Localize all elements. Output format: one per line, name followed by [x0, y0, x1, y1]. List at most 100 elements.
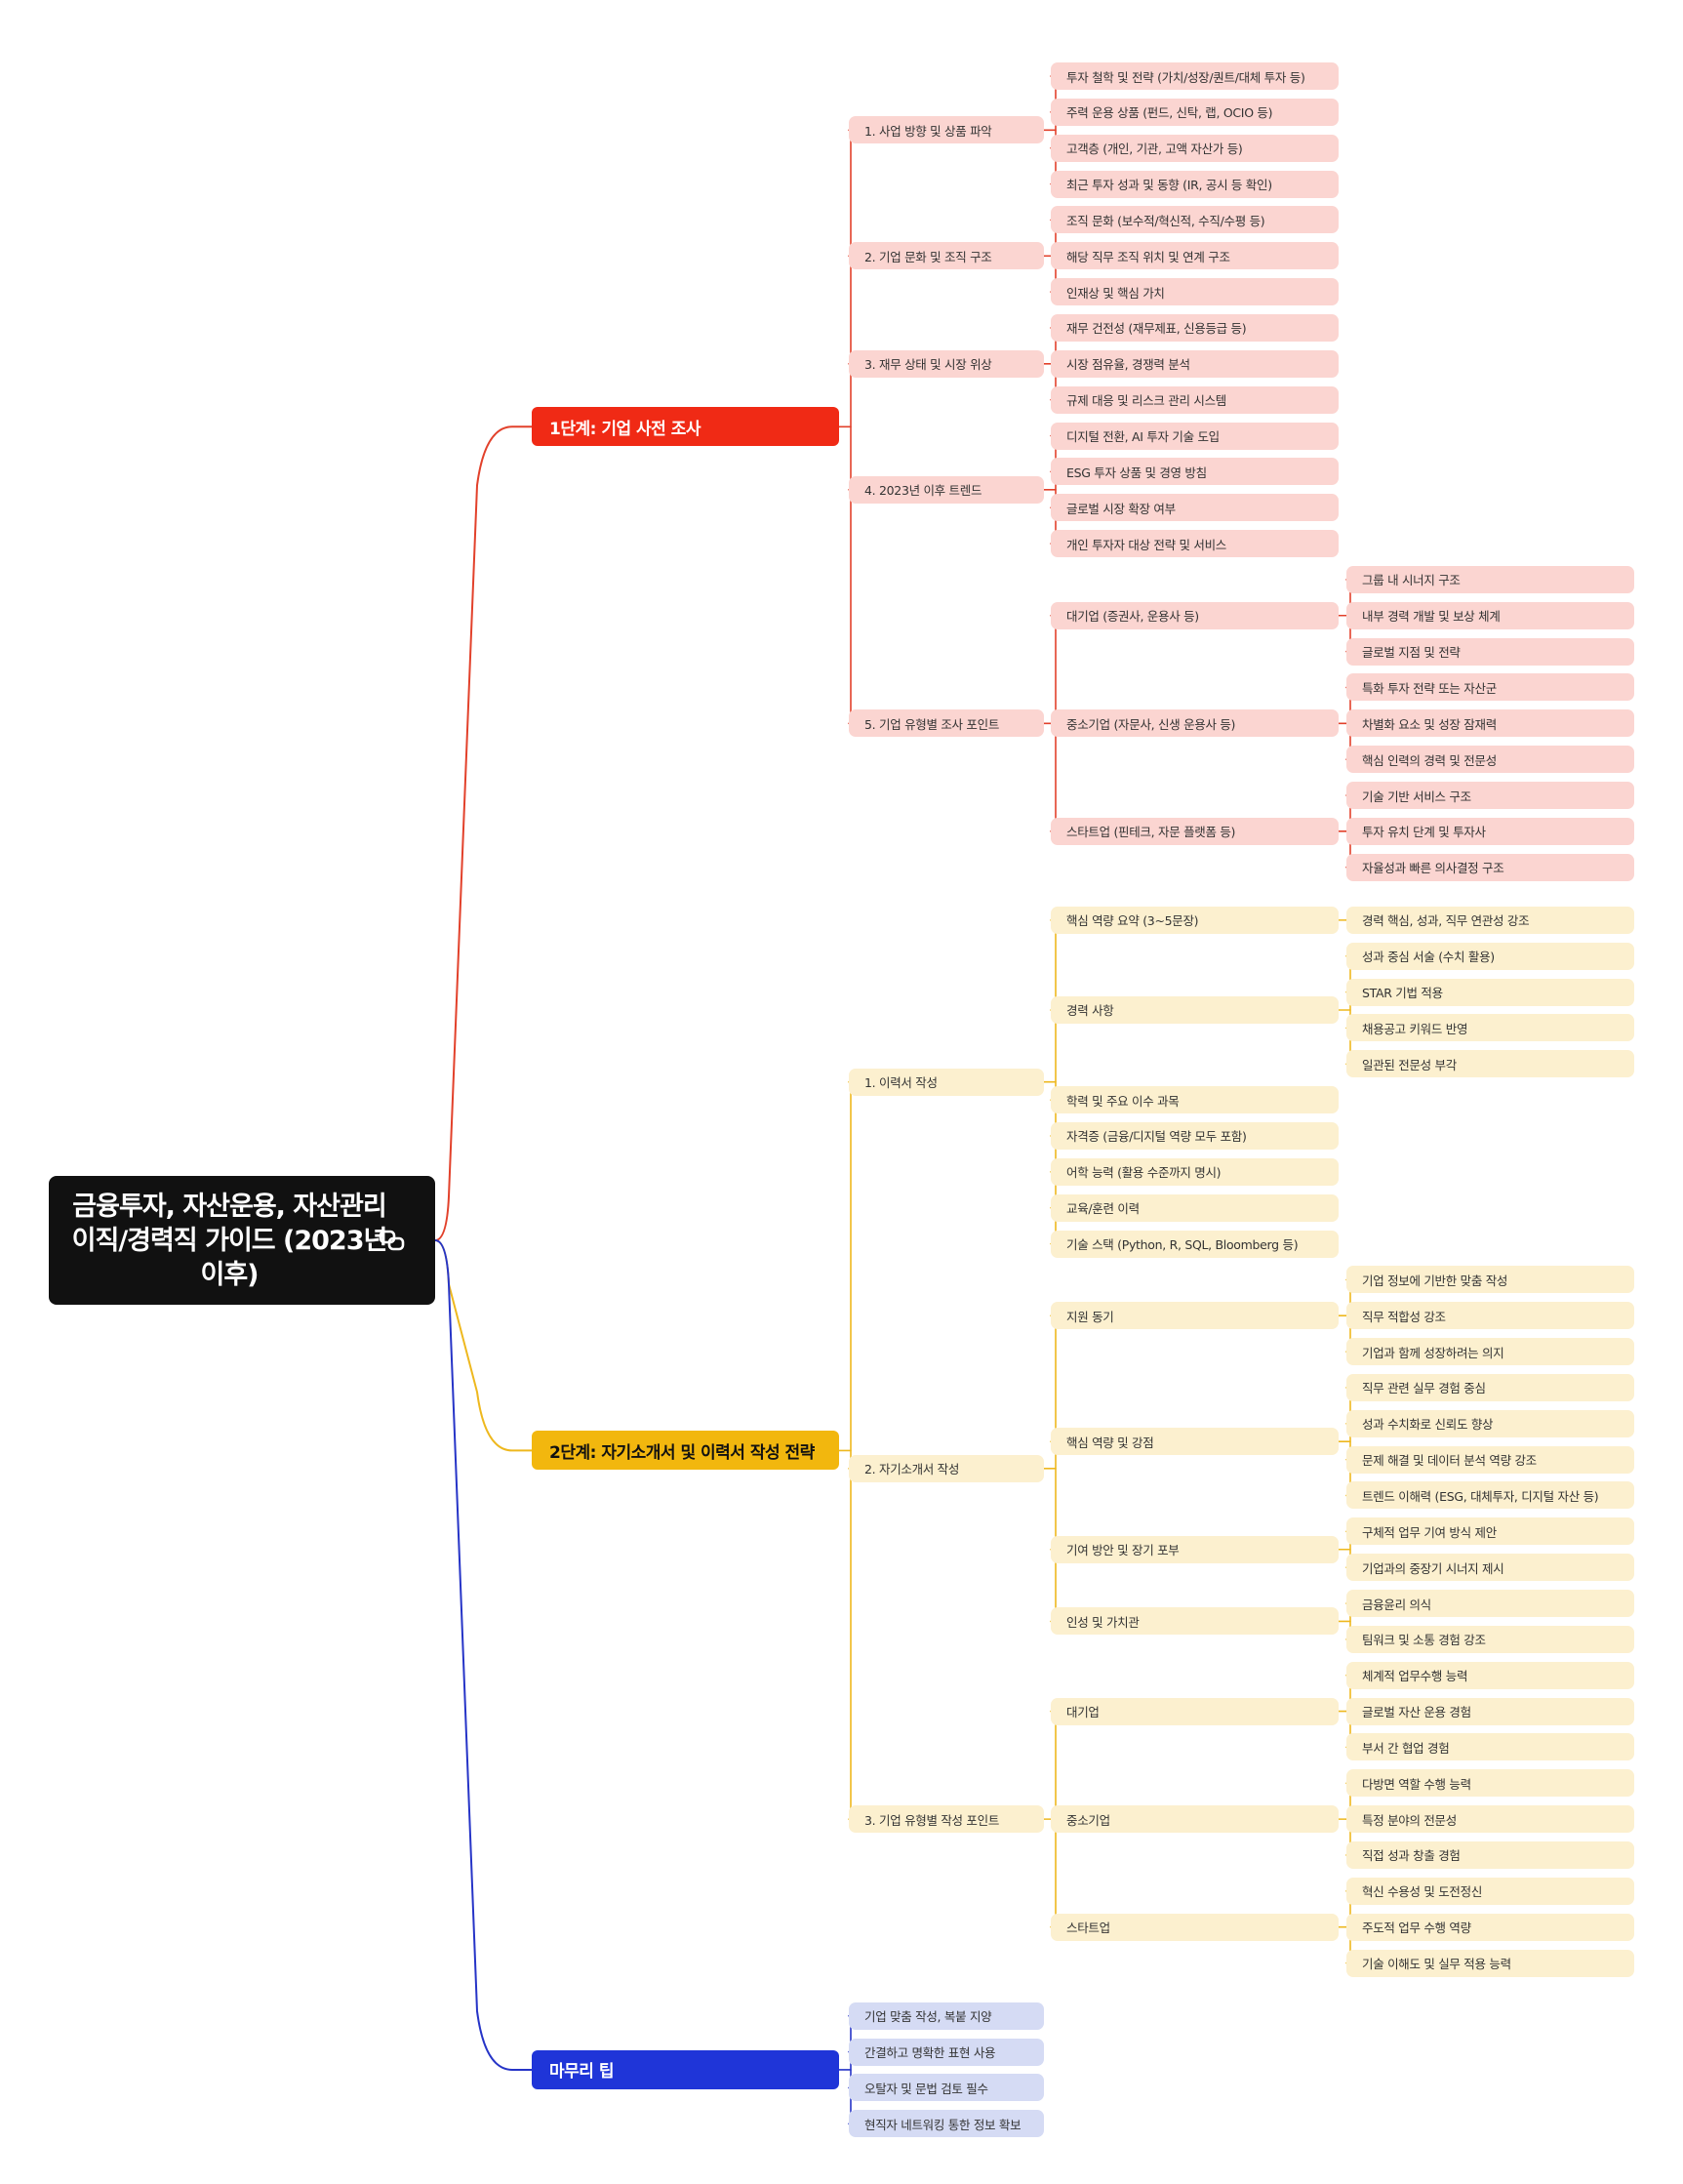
topic-node-level-3[interactable]: 지원 동기 [1051, 1302, 1339, 1330]
topic-node-level-3[interactable]: 스타트업 [1051, 1913, 1339, 1941]
topic-node-level-4[interactable]: 구체적 업무 기여 방식 제안 [1346, 1517, 1634, 1546]
topic-label: 지원 동기 [1066, 1309, 1114, 1324]
topic-node-level-4[interactable]: 체계적 업무수행 능력 [1346, 1661, 1634, 1689]
topic-node-level-3[interactable]: ESG 투자 상품 및 경영 방침 [1051, 458, 1339, 486]
topic-node-level-2[interactable]: 3. 기업 유형별 작성 포인트 [849, 1805, 1044, 1834]
topic-node-level-4[interactable]: 핵심 인력의 경력 및 전문성 [1346, 746, 1634, 774]
topic-node-level-3[interactable]: 주력 운용 상품 (펀드, 신탁, 랩, OCIO 등) [1051, 98, 1339, 126]
topic-label: 경력 사항 [1066, 1003, 1114, 1019]
topic-node-level-4[interactable]: 트렌드 이해력 (ESG, 대체투자, 디지털 자산 등) [1346, 1481, 1634, 1510]
topic-node-level-4[interactable]: 일관된 전문성 부각 [1346, 1050, 1634, 1078]
topic-node-level-2[interactable]: 5. 기업 유형별 조사 포인트 [849, 709, 1044, 738]
topic-node-level-3[interactable]: 글로벌 시장 확장 여부 [1051, 494, 1339, 522]
topic-node-level-2[interactable]: 1. 사업 방향 및 상품 파악 [849, 116, 1044, 144]
topic-node-level-4[interactable]: 문제 해결 및 데이터 분석 역량 강조 [1346, 1445, 1634, 1474]
topic-node-level-2[interactable]: 4. 2023년 이후 트렌드 [849, 475, 1044, 504]
topic-node-level-4[interactable]: 주도적 업무 수행 역량 [1346, 1913, 1634, 1941]
topic-node-level-4[interactable]: 글로벌 지점 및 전략 [1346, 637, 1634, 666]
topic-label: 문제 해결 및 데이터 분석 역량 강조 [1362, 1453, 1537, 1469]
topic-node-level-3[interactable]: 학력 및 주요 이수 과목 [1051, 1086, 1339, 1114]
link-icon[interactable] [379, 1229, 406, 1252]
topic-node-level-4[interactable]: 차별화 요소 및 성장 잠재력 [1346, 709, 1634, 738]
topic-node-level-3[interactable]: 재무 건전성 (재무제표, 신용등급 등) [1051, 313, 1339, 342]
topic-node-level-4[interactable]: 팀워크 및 소통 경험 강조 [1346, 1625, 1634, 1653]
root-node[interactable]: 금융투자, 자산운용, 자산관리 이직/경력직 가이드 (2023년 이후) [49, 1176, 435, 1305]
topic-node-level-3[interactable]: 인재상 및 핵심 가치 [1051, 278, 1339, 306]
topic-label: 학력 및 주요 이수 과목 [1066, 1093, 1180, 1109]
topic-node-level-4[interactable]: 내부 경력 개발 및 보상 체계 [1346, 601, 1634, 629]
topic-node-level-4[interactable]: 부서 간 협업 경험 [1346, 1733, 1634, 1761]
topic-node-level-3[interactable]: 인성 및 가치관 [1051, 1607, 1339, 1636]
topic-node-level-3[interactable]: 스타트업 (핀테크, 자문 플랫폼 등) [1051, 817, 1339, 845]
topic-node-level-3[interactable]: 대기업 [1051, 1697, 1339, 1725]
topic-node-level-3[interactable]: 기술 스택 (Python, R, SQL, Bloomberg 등) [1051, 1230, 1339, 1258]
topic-label: 직접 성과 창출 경험 [1362, 1848, 1461, 1864]
topic-node-level-3[interactable]: 중소기업 [1051, 1805, 1339, 1834]
topic-node-level-3[interactable]: 핵심 역량 요약 (3~5문장) [1051, 906, 1339, 934]
topic-label: 1. 이력서 작성 [864, 1075, 938, 1091]
topic-node-level-2[interactable]: 2. 기업 문화 및 조직 구조 [849, 242, 1044, 270]
topic-node-level-3[interactable]: 어학 능력 (활용 수준까지 명시) [1051, 1157, 1339, 1186]
topic-node-level-3[interactable]: 투자 철학 및 전략 (가치/성장/퀀트/대체 투자 등) [1051, 62, 1339, 90]
topic-node-level-4[interactable]: 특정 분야의 전문성 [1346, 1805, 1634, 1834]
topic-label: 규제 대응 및 리스크 관리 시스템 [1066, 393, 1226, 409]
topic-node-level-3[interactable]: 핵심 역량 및 강점 [1051, 1428, 1339, 1456]
topic-node-level-3[interactable]: 대기업 (증권사, 운용사 등) [1051, 601, 1339, 629]
topic-node-level-4[interactable]: 기업과의 중장기 시너지 제시 [1346, 1554, 1634, 1582]
topic-label: 어학 능력 (활용 수준까지 명시) [1066, 1165, 1222, 1181]
topic-node-level-3[interactable]: 개인 투자자 대상 전략 및 서비스 [1051, 530, 1339, 558]
topic-node-level-2[interactable]: 2. 자기소개서 작성 [849, 1454, 1044, 1482]
topic-node-level-3[interactable]: 중소기업 (자문사, 신생 운용사 등) [1051, 709, 1339, 738]
topic-node-level-4[interactable]: 글로벌 자산 운용 경험 [1346, 1697, 1634, 1725]
stage-node[interactable]: 2단계: 자기소개서 및 이력서 작성 전략 [532, 1431, 839, 1471]
topic-node-level-3[interactable]: 해당 직무 조직 위치 및 연계 구조 [1051, 242, 1339, 270]
topic-node-level-2[interactable]: 오탈자 및 문법 검토 필수 [849, 2074, 1044, 2102]
topic-label: 내부 경력 개발 및 보상 체계 [1362, 609, 1501, 625]
topic-label: 글로벌 지점 및 전략 [1362, 645, 1461, 661]
stage-node[interactable]: 마무리 팁 [532, 2049, 839, 2089]
topic-label: 2. 기업 문화 및 조직 구조 [864, 249, 992, 264]
topic-node-level-4[interactable]: 성과 수치화로 신뢰도 향상 [1346, 1409, 1634, 1437]
topic-node-level-4[interactable]: 금융윤리 의식 [1346, 1590, 1634, 1618]
topic-label: 자율성과 빠른 의사결정 구조 [1362, 861, 1504, 876]
topic-node-level-2[interactable]: 1. 이력서 작성 [849, 1068, 1044, 1096]
topic-node-level-4[interactable]: 직무 적합성 강조 [1346, 1302, 1634, 1330]
topic-label: 핵심 역량 요약 (3~5문장) [1066, 913, 1199, 929]
topic-node-level-4[interactable]: 채용공고 키워드 반영 [1346, 1014, 1634, 1042]
topic-node-level-2[interactable]: 간결하고 명확한 표현 사용 [849, 2038, 1044, 2066]
stage-node[interactable]: 1단계: 기업 사전 조사 [532, 407, 839, 447]
topic-node-level-4[interactable]: 혁신 수용성 및 도전정신 [1346, 1877, 1634, 1905]
topic-node-level-4[interactable]: 자율성과 빠른 의사결정 구조 [1346, 853, 1634, 881]
topic-node-level-2[interactable]: 3. 재무 상태 및 시장 위상 [849, 349, 1044, 378]
topic-node-level-2[interactable]: 현직자 네트워킹 통한 정보 확보 [849, 2110, 1044, 2138]
topic-node-level-4[interactable]: 기업 정보에 기반한 맞춤 작성 [1346, 1266, 1634, 1294]
topic-node-level-4[interactable]: 직무 관련 실무 경험 중심 [1346, 1373, 1634, 1401]
topic-node-level-4[interactable]: 기술 이해도 및 실무 적용 능력 [1346, 1949, 1634, 1977]
topic-node-level-3[interactable]: 고객층 (개인, 기관, 고액 자산가 등) [1051, 134, 1339, 162]
topic-node-level-4[interactable]: 그룹 내 시너지 구조 [1346, 565, 1634, 593]
topic-label: 기술 기반 서비스 구조 [1362, 789, 1471, 804]
topic-node-level-4[interactable]: 직접 성과 창출 경험 [1346, 1840, 1634, 1869]
topic-node-level-3[interactable]: 규제 대응 및 리스크 관리 시스템 [1051, 385, 1339, 414]
topic-node-level-4[interactable]: 기술 기반 서비스 구조 [1346, 782, 1634, 809]
topic-node-level-4[interactable]: 다방면 역할 수행 능력 [1346, 1769, 1634, 1798]
topic-label: 성과 수치화로 신뢰도 향상 [1362, 1417, 1494, 1433]
topic-node-level-4[interactable]: 특화 투자 전략 또는 자산군 [1346, 673, 1634, 702]
topic-node-level-3[interactable]: 교육/훈련 이력 [1051, 1193, 1339, 1222]
topic-node-level-4[interactable]: 기업과 함께 성장하려는 의지 [1346, 1338, 1634, 1366]
topic-label: 최근 투자 성과 및 동향 (IR, 공시 등 확인) [1066, 178, 1272, 193]
topic-node-level-4[interactable]: STAR 기법 적용 [1346, 978, 1634, 1006]
topic-node-level-3[interactable]: 경력 사항 [1051, 995, 1339, 1024]
topic-node-level-3[interactable]: 시장 점유율, 경쟁력 분석 [1051, 349, 1339, 378]
topic-label: 글로벌 시장 확장 여부 [1066, 501, 1176, 516]
topic-node-level-3[interactable]: 자격증 (금융/디지털 역량 모두 포함) [1051, 1121, 1339, 1150]
topic-label: 3. 재무 상태 및 시장 위상 [864, 357, 992, 373]
topic-node-level-2[interactable]: 기업 맞춤 작성, 복붙 지양 [849, 2002, 1044, 2030]
topic-node-level-3[interactable]: 디지털 전환, AI 투자 기술 도입 [1051, 422, 1339, 450]
topic-node-level-3[interactable]: 기여 방안 및 장기 포부 [1051, 1535, 1339, 1563]
topic-node-level-4[interactable]: 투자 유치 단계 및 투자사 [1346, 817, 1634, 845]
topic-node-level-4[interactable]: 성과 중심 서술 (수치 활용) [1346, 942, 1634, 970]
topic-node-level-3[interactable]: 조직 문화 (보수적/혁신적, 수직/수평 등) [1051, 206, 1339, 234]
topic-node-level-3[interactable]: 최근 투자 성과 및 동향 (IR, 공시 등 확인) [1051, 170, 1339, 198]
topic-node-level-4[interactable]: 경력 핵심, 성과, 직무 연관성 강조 [1346, 906, 1634, 934]
